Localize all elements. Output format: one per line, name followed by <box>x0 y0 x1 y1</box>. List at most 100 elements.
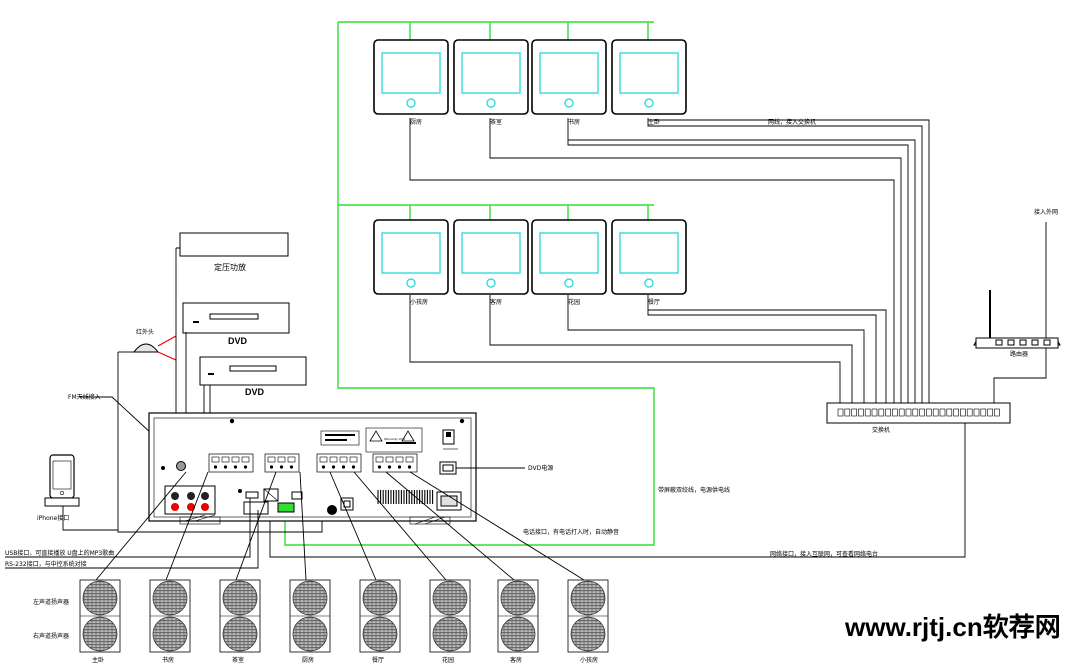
fm-antenna-label: FM天线接入 <box>68 393 101 401</box>
switch-port <box>837 408 844 417</box>
watermark-text: www.rjtj.cn软荐网 <box>844 612 1061 642</box>
speaker-wire <box>165 471 209 581</box>
speaker-driver <box>500 580 536 616</box>
iphone-dock: iPhone接口 <box>37 454 80 522</box>
switch-port <box>885 408 891 417</box>
switch-port <box>994 408 1000 417</box>
terminal-slot <box>277 456 286 463</box>
speaker-array: 主卧书房 茶室 厨房 餐厅 花园客房小孩房 <box>79 579 609 664</box>
switch-port <box>953 408 959 417</box>
amp-label: 定压功放 <box>214 262 246 272</box>
speaker-pair-0: 主卧 <box>79 579 121 664</box>
bottom-panel-0: 小孩房 <box>373 219 449 306</box>
terminal-screw <box>387 465 392 469</box>
terminal-screw <box>341 465 346 469</box>
switch-port <box>980 408 987 417</box>
dvd1-label: DVD <box>228 336 248 346</box>
switch-port <box>844 408 851 417</box>
switch-label: 交换机 <box>872 426 890 434</box>
terminal-slot <box>241 456 250 463</box>
speaker-room-label-1: 书房 <box>162 656 174 664</box>
terminal-slot <box>231 456 240 463</box>
terminal-slot <box>329 456 338 463</box>
speaker-terminals <box>208 453 418 473</box>
speaker-room-label-7: 小孩房 <box>580 656 598 664</box>
speaker-pair-5: 花园 <box>429 579 471 664</box>
dvd-power-label: DVD电源 <box>528 464 553 472</box>
switch-port <box>973 408 980 417</box>
terminal-slot <box>375 456 384 463</box>
router-device: 路由器 接入外网 <box>973 208 1061 358</box>
external-net-label: 接入外网 <box>1034 208 1058 216</box>
terminal-slot <box>349 456 358 463</box>
top-panel-label-0: 厨房 <box>410 118 422 126</box>
switch-port <box>892 408 898 417</box>
speaker-driver <box>152 616 188 652</box>
switch-port <box>871 408 878 417</box>
terminal-slot <box>339 456 348 463</box>
bottom-panel-1: 客房 <box>453 219 529 306</box>
terminal-screw <box>407 465 412 469</box>
speaker-driver <box>152 580 188 616</box>
terminal-slot <box>395 456 404 463</box>
amplifier-device: 定压功放 <box>176 232 289 272</box>
speaker-pair-7: 小孩房 <box>567 579 609 664</box>
host-controller: Warranty Void <box>148 412 477 525</box>
terminal-screw <box>223 465 228 469</box>
terminal-screw <box>351 465 356 469</box>
speaker-wire <box>409 471 585 581</box>
bottom-panel-3: 餐厅 <box>611 219 687 306</box>
network-note-label: 网线，接入交换机 <box>768 118 816 126</box>
top-panel-label-3: 主卧 <box>648 118 660 126</box>
switch-port <box>966 408 973 417</box>
dvd2-label: DVD <box>245 387 265 397</box>
bottom-panel-label-0: 小孩房 <box>410 298 428 306</box>
speaker-wire <box>353 471 447 581</box>
warranty-text: Warranty Void <box>384 437 405 441</box>
switch-port <box>919 408 925 417</box>
bottom-panel-2: 花园 <box>531 219 607 306</box>
speaker-room-label-3: 厨房 <box>302 656 314 664</box>
speaker-wire <box>329 471 377 581</box>
speaker-driver <box>362 580 398 616</box>
speaker-wire <box>95 471 187 581</box>
green-power-bus <box>284 21 655 546</box>
terminal-screw <box>397 465 402 469</box>
terminal-screw <box>213 465 218 469</box>
switch-port <box>898 408 905 417</box>
speaker-room-label-2: 茶室 <box>232 656 244 664</box>
switch-port <box>878 408 885 417</box>
speaker-room-label-4: 餐厅 <box>372 656 384 664</box>
terminal-screw <box>233 465 238 469</box>
switch-port <box>926 408 932 417</box>
switch-port <box>858 408 864 417</box>
usb-port-label: USB接口，可直接播放 U盘上的MP3歌曲 <box>5 549 114 557</box>
switch-port <box>864 408 871 417</box>
speaker-pair-2: 茶室 <box>219 579 261 664</box>
touch-panels-top: 厨房茶室书房主卧 <box>373 39 687 126</box>
switch-port <box>946 408 953 417</box>
speaker-pair-3: 厨房 <box>289 579 331 664</box>
speaker-wire <box>385 471 515 581</box>
speaker-driver <box>432 616 468 652</box>
switch-port <box>905 408 912 417</box>
terminal-screw <box>269 465 274 469</box>
top-panel-1: 茶室 <box>453 39 529 126</box>
terminal-screw <box>279 465 284 469</box>
ir-label: 红外头 <box>136 328 154 336</box>
left-speaker-label: 左声道扬声器 <box>33 598 69 606</box>
speaker-driver <box>222 580 258 616</box>
terminal-screw <box>289 465 294 469</box>
terminal-slot <box>267 456 276 463</box>
speaker-driver <box>500 616 536 652</box>
speaker-pair-6: 客房 <box>497 579 539 664</box>
terminal-screw <box>243 465 248 469</box>
terminal-screw <box>377 465 382 469</box>
speaker-wire <box>235 471 277 581</box>
speaker-driver <box>292 580 328 616</box>
terminal-slot <box>211 456 220 463</box>
net-port-label: 网络接口，接入互联网，可查看网络电台 <box>770 550 878 558</box>
terminal-screw <box>321 465 326 469</box>
switch-port <box>932 408 939 417</box>
